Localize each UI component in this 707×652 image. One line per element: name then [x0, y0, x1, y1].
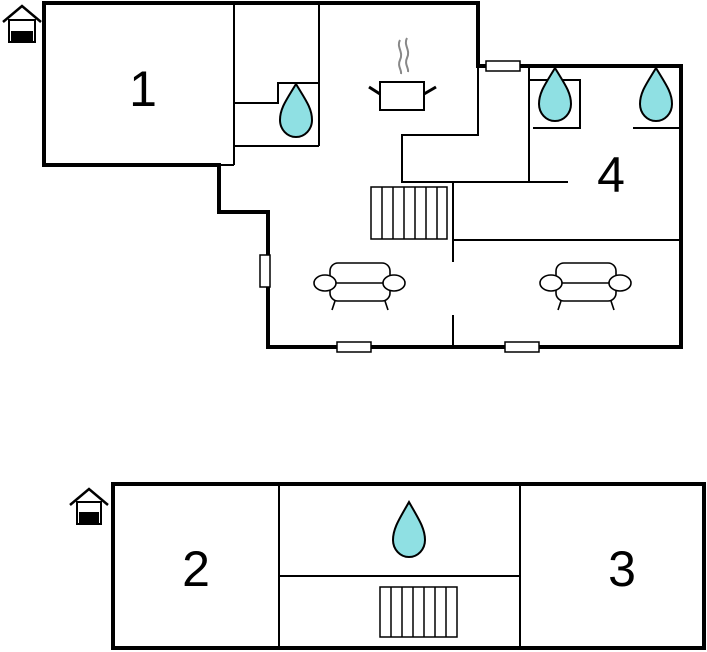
outer-wall: [42, 1, 683, 349]
room-3-label: 3: [608, 541, 636, 597]
room-1-label: 1: [129, 61, 157, 117]
staircase-icon: [379, 586, 458, 638]
lower-floor-plan: 2 3: [69, 482, 706, 650]
water-drop-icon: [278, 82, 314, 138]
house-entrance-icon: [2, 4, 42, 43]
upper-floor-plan: 1 4: [2, 1, 683, 353]
window-icon: [336, 341, 372, 353]
sofa-icon: [539, 262, 632, 311]
window-icon: [485, 60, 521, 72]
house-entrance-icon: [69, 487, 109, 525]
window-icon: [504, 341, 540, 353]
cooking-pot-icon: [368, 37, 437, 111]
window-icon: [259, 254, 271, 288]
water-drop-icon: [638, 66, 674, 122]
sofa-icon: [313, 262, 406, 311]
room-2-label: 2: [182, 541, 210, 597]
water-drop-icon: [391, 499, 427, 558]
room-4-label: 4: [597, 147, 625, 203]
staircase-icon: [370, 186, 448, 240]
water-drop-icon: [537, 66, 573, 122]
outer-wall: [111, 482, 706, 650]
